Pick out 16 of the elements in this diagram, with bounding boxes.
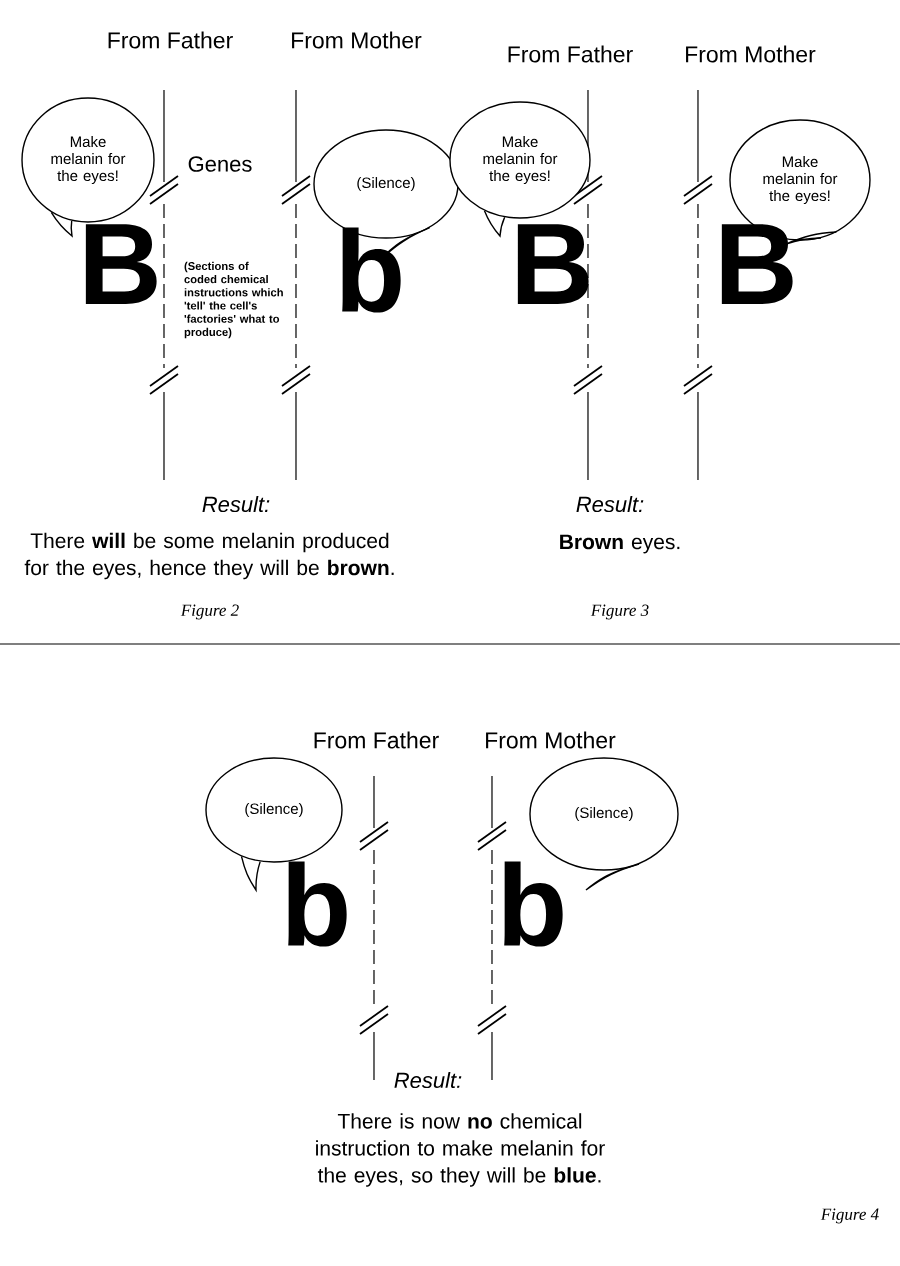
- result-text: Brown eyes.: [560, 534, 680, 554]
- result-heading: Result:: [202, 495, 270, 513]
- figure-caption: Figure 3: [590, 604, 649, 620]
- heading: From Father: [508, 45, 633, 63]
- heading: From Father: [314, 731, 439, 749]
- result-heading: Result:: [576, 495, 644, 513]
- figure-caption: Figure 2: [180, 604, 239, 620]
- heading: From Mother: [686, 45, 816, 63]
- figure-caption: Figure 4: [820, 1208, 879, 1224]
- result-heading: Result:: [394, 1071, 462, 1089]
- result-text: There is now no chemical instruction to make melanin for the eyes, so they will be blue.: [316, 1113, 605, 1187]
- heading: From Father: [108, 31, 233, 49]
- heading: From Mother: [292, 31, 422, 49]
- result-text: There will be some melanin produced for the eyes, hence they will be brown.: [24, 532, 394, 580]
- genes-label: Genes: [188, 156, 252, 172]
- heading: From Mother: [486, 731, 616, 749]
